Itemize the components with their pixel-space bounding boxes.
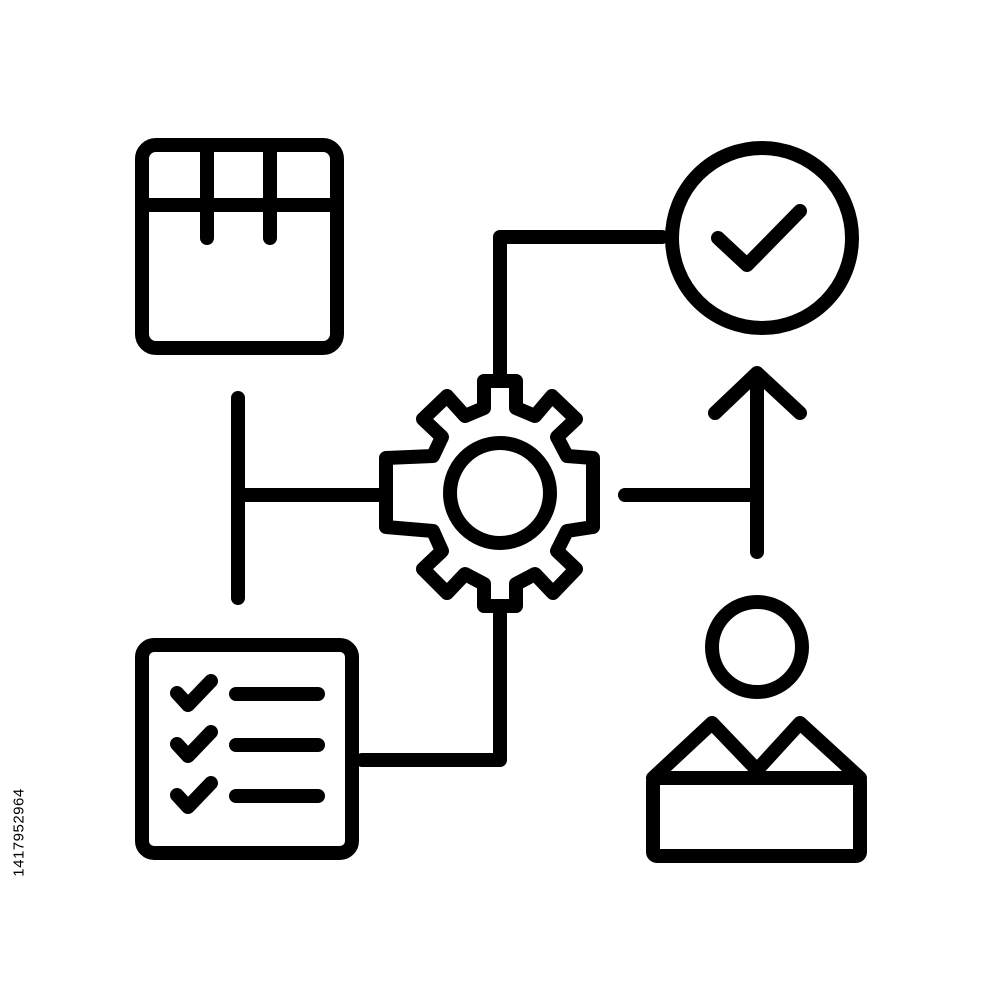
gear-icon <box>379 374 600 613</box>
watermark-id: 1417952964 <box>9 752 29 912</box>
checklist-icon <box>135 638 359 860</box>
watermark-id-text: 1417952964 <box>10 787 28 877</box>
bottom-connector <box>355 607 507 767</box>
left-connector <box>231 391 387 605</box>
top-connector <box>493 230 669 385</box>
user-icon <box>646 595 867 863</box>
up-arrow-icon <box>708 366 807 559</box>
box-icon <box>135 138 344 355</box>
checkmark-circle-icon <box>665 141 859 335</box>
